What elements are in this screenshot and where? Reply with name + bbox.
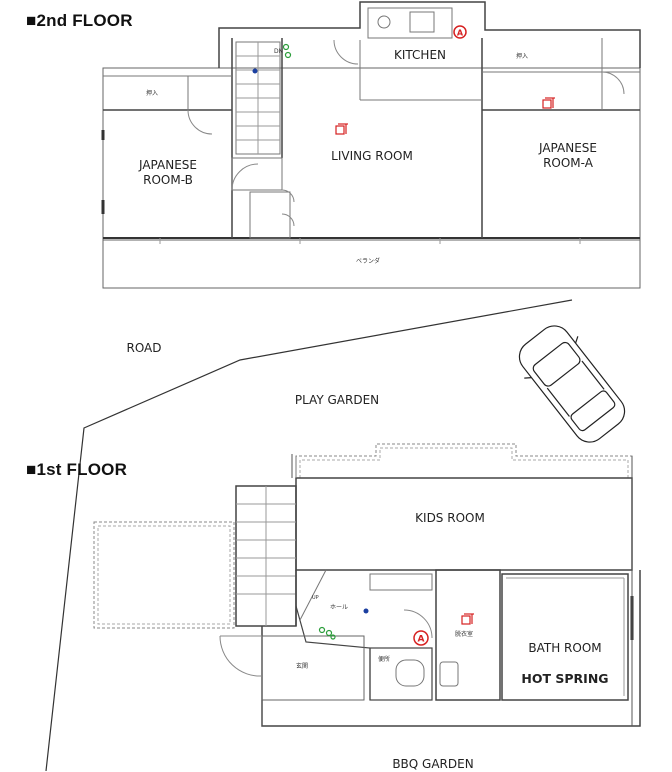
veranda-label: ベランダ [356,257,380,265]
veranda-area [102,239,641,289]
entrance-label: 玄関 [296,662,308,670]
closet-label-right: 押入 [516,52,528,60]
kids-room-label: KIDS ROOM [415,511,485,525]
second-floor-title: ■2nd FLOOR [26,11,133,30]
hall-label: ホール [330,604,348,611]
bbq-garden-label: BBQ GARDEN [392,757,474,771]
second-floor-symbols: A [252,25,555,135]
blue-marker-icon [363,608,369,614]
japanese-room-a-label: JAPANESE ROOM-A [539,141,597,170]
first-floor-plan [93,443,641,727]
outlet-icon [335,123,348,135]
japanese-room-b-label: JAPANESE ROOM-B [139,158,197,187]
green-fixture-icon [282,43,292,59]
play-garden-label: PLAY GARDEN [294,393,380,407]
first-floor-title: ■1st FLOOR [26,460,128,479]
hot-spring-label: HOT SPRING [521,671,609,686]
pillar-label: DN [274,48,283,55]
up-label: UP [312,595,319,601]
alarm-label-2f: A [457,29,464,38]
closet-label-left: 押入 [146,89,158,97]
outlet-icon [542,97,555,109]
green-fixture-icon [318,626,336,640]
blue-marker-icon [252,68,258,74]
kitchen-label: KITCHEN [394,48,446,62]
bath-room-area [501,573,629,701]
kitchen-counter [367,7,453,39]
living-room-label: LIVING ROOM [331,149,413,163]
fire-alarm-icon [413,630,429,646]
alarm-label-1f: A [418,635,425,645]
small-labels: 押入 押入 ベランダ DN ホール 便所 玄関 脱衣室 UP [146,48,528,670]
road-label: ROAD [126,341,162,355]
first-floor-symbols: A [318,608,474,646]
second-floor-plan [101,1,641,289]
fire-alarm-icon [453,25,467,39]
car-icon [518,325,626,443]
dressing-label: 脱衣室 [455,630,473,638]
site-boundary [45,299,573,771]
bath-room-line1: BATH ROOM [528,641,602,655]
toilet-label: 便所 [378,655,390,663]
bath-room-label: BATH ROOM HOT SPRING [510,626,620,701]
outlet-icon [461,613,474,625]
